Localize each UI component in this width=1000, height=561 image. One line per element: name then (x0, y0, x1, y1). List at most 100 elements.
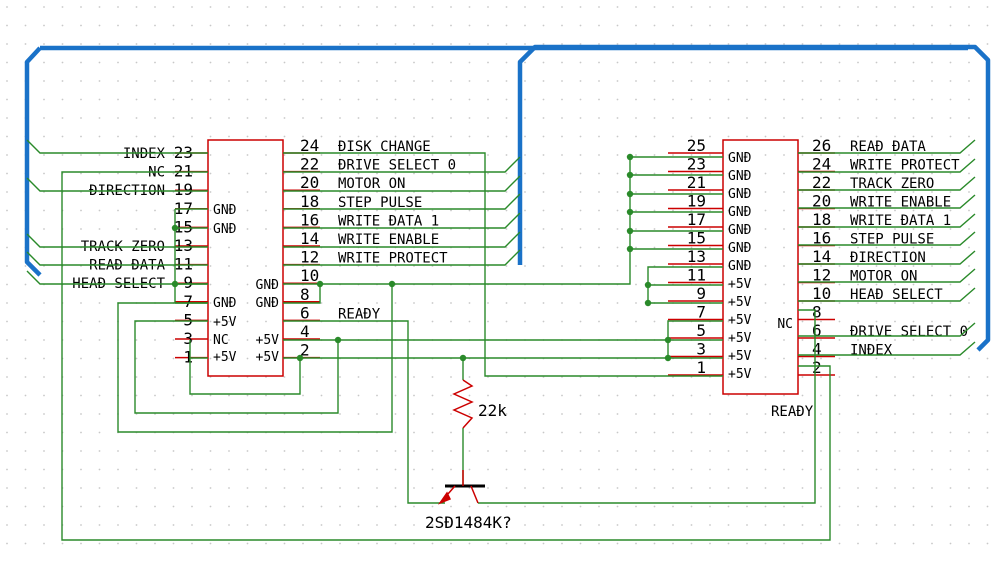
right-connector-pin-label: MOTOR ON (850, 269, 917, 285)
right-connector-pin-number: 17 (687, 210, 706, 229)
wires (26, 139, 976, 541)
right-connector-pin-number: 2 (812, 358, 822, 377)
left-connector-pin-number: 1 (183, 348, 193, 367)
left-connector-pin-number: 5 (183, 310, 193, 329)
right-connector-pin-number: 11 (687, 266, 706, 285)
left-connector-pin-number: 15 (174, 217, 193, 236)
left-connector-pin-number: 18 (300, 192, 319, 211)
left-connector-pin-number: 10 (300, 266, 319, 285)
right-connector-pin-label: INĐEX (850, 343, 893, 359)
left-connector-inner-label: GNĐ (213, 296, 236, 311)
left-connector-inner-label: GNĐ (256, 296, 279, 311)
right-connector-pin-number: 21 (687, 173, 706, 192)
right-connector-pin-number: 3 (696, 340, 706, 359)
left-connector-pin-number: 19 (174, 180, 193, 199)
left-connector-pin-number: 6 (300, 303, 310, 322)
resistor-22k (452, 379, 474, 429)
left-connector-pin-number: 14 (300, 229, 319, 248)
right-connector-inner-label: GNĐ (728, 205, 751, 220)
left-connector-pin-number: 21 (174, 162, 193, 181)
right-connector-pin-label: REAĐ ĐATA (850, 139, 926, 155)
right-ready-label: REAĐY (771, 404, 814, 420)
right-connector-pin-number: 10 (812, 284, 831, 303)
junctions (171, 153, 672, 362)
right-connector-pin-number: 15 (687, 229, 706, 248)
right-connector-inner-label: +5V (728, 349, 752, 364)
right-connector-pin-number: 1 (696, 358, 706, 377)
left-connector-inner-label: NC (213, 333, 229, 348)
left-connector-pin-number: 22 (300, 155, 319, 174)
right-connector-pin-label: WRITE ĐATA 1 (850, 213, 951, 229)
left-connector-pin-number: 16 (300, 210, 319, 229)
bus-lines (24, 44, 991, 352)
left-connector-inner-label: +5V (213, 350, 237, 365)
right-connector-pin-label: WRITE PROTECT (850, 158, 960, 174)
left-connector-inner-label: GNĐ (256, 278, 279, 293)
right-connector-pin-number: 18 (812, 210, 831, 229)
right-connector-inner-label: +5V (728, 331, 752, 346)
right-connector-pin-label: TRACK ZERO (850, 176, 934, 192)
right-connector-pin-number: 14 (812, 247, 831, 266)
left-connector-pin-label: WRITE ENABLE (338, 232, 439, 248)
left-connector-inner-label: GNĐ (213, 222, 236, 237)
right-connector-pin-label: HEAĐ SELECT (850, 287, 943, 303)
left-connector-pin-number: 20 (300, 173, 319, 192)
left-connector-inner-label: GNĐ (213, 203, 236, 218)
right-connector-pin-number: 13 (687, 247, 706, 266)
right-connector-inner-label: +5V (728, 313, 752, 328)
right-connector-inner-label: GNĐ (728, 223, 751, 238)
right-connector-pin-number: 19 (687, 192, 706, 211)
right-connector-pin-number: 26 (812, 136, 831, 155)
left-connector-pin-label: REAĐY (338, 306, 381, 322)
left-connector-pin-number: 8 (300, 285, 310, 304)
right-connector-nc-label: NC (777, 317, 793, 332)
bus-left-loop (517, 44, 991, 352)
left-connector-pin-label: INĐEX (123, 146, 166, 162)
right-connector-pin-number: 16 (812, 229, 831, 248)
left-connector-pin-number: 2 (300, 341, 310, 360)
left-connector-pin-number: 12 (300, 248, 319, 267)
right-connector-pin-label: ĐIRECTION (850, 250, 926, 266)
left-connector-pin-label: WRITE PROTECT (338, 251, 448, 267)
right-connector-inner-label: +5V (728, 295, 752, 310)
left-connector-body (207, 139, 284, 377)
right-connector-pin-label: WRITE ENABLE (850, 195, 951, 211)
right-connector-inner-label: +5V (728, 277, 752, 292)
right-connector-pin-number: 22 (812, 173, 831, 192)
left-connector-inner-label: +5V (256, 350, 280, 365)
left-connector-pin-label: WRITE ĐATA 1 (338, 213, 439, 229)
right-connector-inner-label: GNĐ (728, 187, 751, 202)
resistor-label: 22k (478, 401, 507, 420)
right-connector-pin-number: 23 (687, 155, 706, 174)
left-connector-pin-label: ĐRIVE SELECT 0 (338, 158, 456, 174)
right-connector-pin-number: 8 (812, 303, 822, 322)
left-connector-pin-number: 13 (174, 236, 193, 255)
right-connector-pin-number: 9 (696, 284, 706, 303)
transistor-label: 2SĐ1484K? (425, 513, 512, 532)
left-connector-pin-number: 7 (183, 292, 193, 311)
right-connector-pin-number: 20 (812, 192, 831, 211)
left-connector-pin-number: 4 (300, 322, 310, 341)
right-connector-pin-number: 24 (812, 155, 831, 174)
right-connector-inner-label: GNĐ (728, 151, 751, 166)
right-connector-pin-number: 7 (696, 303, 706, 322)
right-connector-inner-label: GNĐ (728, 259, 751, 274)
right-connector-pin-number: 25 (687, 136, 706, 155)
transistor (437, 470, 485, 505)
left-connector-pin-number: 11 (174, 255, 193, 274)
left-connector-pin-label: ĐISK CHANGE (338, 139, 431, 155)
left-connector-pin-label: MOTOR ON (338, 176, 405, 192)
right-connector-inner-label: GNĐ (728, 241, 751, 256)
left-connector-pin-number: 24 (300, 136, 319, 155)
right-connector-inner-label: GNĐ (728, 169, 751, 184)
right-connector-pin-number: 5 (696, 321, 706, 340)
right-connector-pin-number: 12 (812, 266, 831, 285)
right-connector-pin-number: 6 (812, 321, 822, 340)
left-connector-pin-number: 9 (183, 273, 193, 292)
right-connector-pin-label: STEP PULSE (850, 232, 934, 248)
